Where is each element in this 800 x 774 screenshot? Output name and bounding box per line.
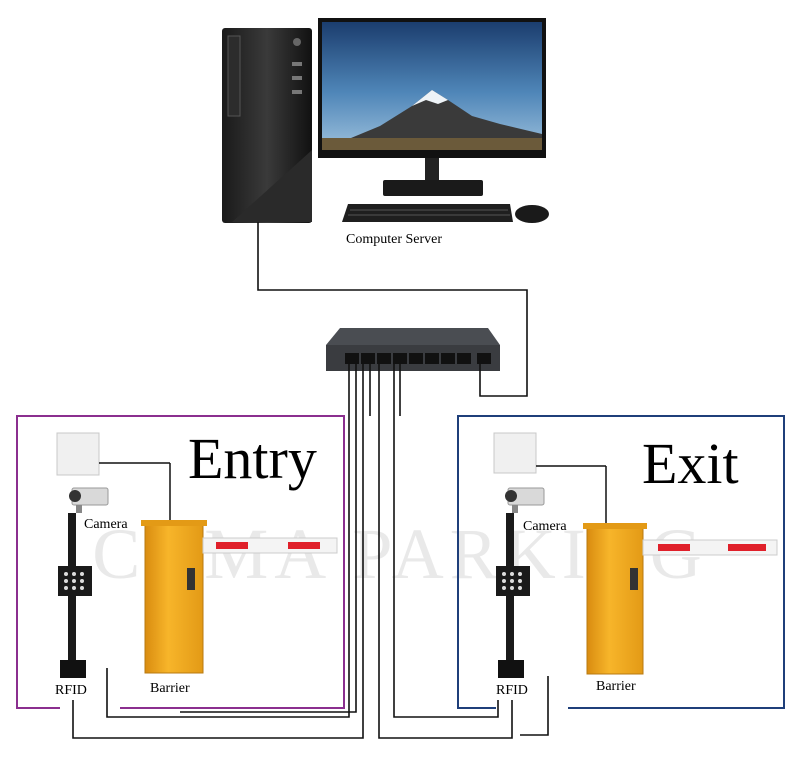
entry-barrier-gate	[141, 520, 338, 674]
entry-title: Entry	[188, 426, 317, 491]
entry-barrier-label: Barrier	[150, 681, 190, 696]
network-cables	[72, 222, 549, 739]
exit-camera-label: Camera	[523, 519, 567, 534]
computer-tower	[222, 28, 312, 223]
exit-title: Exit	[642, 431, 739, 496]
exit-pole	[496, 513, 530, 678]
entry-section: Entry Camera RFID	[16, 415, 345, 709]
entry-camera-label: Camera	[84, 517, 128, 532]
exit-barrier-label: Barrier	[596, 679, 636, 694]
exit-rfid-label: RFID	[496, 683, 528, 698]
computer-server-label: Computer Server	[346, 232, 442, 247]
network-switch	[326, 328, 500, 371]
entry-rfid-label: RFID	[55, 683, 87, 698]
rfid-reader-icon	[493, 432, 607, 524]
mouse	[515, 205, 549, 223]
rfid-reader-icon	[56, 432, 171, 520]
exit-section: Exit Camera RFID Barr	[457, 415, 785, 709]
entry-pole	[58, 513, 92, 678]
monitor	[318, 18, 546, 196]
keyboard	[342, 204, 513, 222]
exit-barrier-gate	[583, 523, 778, 675]
camera-icon	[69, 487, 109, 513]
camera-icon	[505, 487, 545, 513]
